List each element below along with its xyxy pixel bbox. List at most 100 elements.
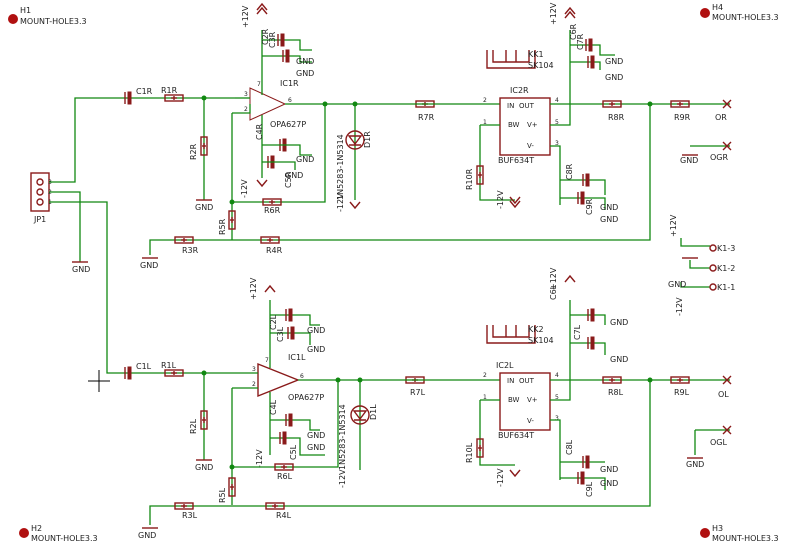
label-pins-p4: 4 (555, 97, 559, 104)
label-left-c5: C5L (289, 444, 298, 460)
label-gnd: GND (610, 318, 628, 327)
label-pins-p3: 3 (555, 140, 559, 147)
connector-jp1: 3 2 1 JP1 GND (30, 97, 120, 374)
label-right-c8: C8R (565, 163, 574, 180)
label-right-c9: C9R (585, 198, 594, 215)
label-left-c8: C8L (565, 439, 574, 455)
label-right-c5: C5R (284, 171, 293, 188)
label-right-c3: C3R (268, 31, 277, 48)
h2-label: H2 (31, 524, 42, 533)
h1-label: H1 (20, 6, 31, 15)
label-left-buf: BUF634T (498, 431, 534, 440)
label-left-c7: C7L (573, 324, 582, 340)
label-gnd: GND (296, 57, 314, 66)
label-pins-p1: 1 (483, 394, 487, 401)
label-pins-p3: 3 (244, 91, 248, 98)
h1-type: MOUNT-HOLE3.3 (20, 17, 87, 26)
label-right-og: OGR (710, 153, 728, 162)
label-left-c1: C1L (136, 362, 152, 371)
label-right-c2: C2R (261, 28, 270, 45)
label-right-c4: C4R (255, 123, 264, 140)
opa-r-label: OPA627P (270, 120, 306, 129)
label-right-d1: D1R (363, 131, 372, 148)
label-left-in: IN (507, 377, 514, 385)
h3-type: MOUNT-HOLE3.3 (712, 534, 779, 543)
mount-hole-h3: H3 MOUNT-HOLE3.3 (700, 524, 779, 543)
label-left-r3: R3L (182, 511, 198, 520)
label-right-r6: R6R (264, 206, 281, 215)
label-left-sk: SK104 (528, 336, 554, 345)
label-pins-p2: 2 (483, 97, 487, 104)
label-gnd: GND (610, 355, 628, 364)
label-gnd: GND (195, 463, 213, 472)
label-right-c7: C7R (576, 33, 585, 50)
label-right-in: IN (507, 102, 514, 110)
label-left-r5: R5L (218, 487, 227, 503)
label-right-r8: R8R (608, 113, 625, 122)
k1-3-label: K1-3 (717, 244, 735, 253)
label-gnd: GND (138, 531, 156, 540)
label-right-diode: 1N5283-1N5314 (336, 134, 345, 200)
jp1-label: JP1 (33, 215, 46, 224)
label-left-c3: C3L (276, 326, 285, 342)
label-right-vm: V- (527, 142, 534, 150)
label-gnd: GND (307, 345, 325, 354)
label-left-bw: BW (508, 396, 520, 404)
label-left-og: OGL (710, 438, 727, 447)
label-gnd: GND (600, 203, 618, 212)
label-m12: -12V (496, 468, 505, 487)
label-right-r3: R3R (182, 246, 199, 255)
label-pins-p5: 5 (555, 119, 559, 126)
label-p12: +12V (241, 5, 250, 28)
label-pins-p2: 2 (244, 106, 248, 113)
r1r-label: R1R (161, 86, 178, 95)
label-gnd: GND (686, 460, 704, 469)
label-p12: +12V (249, 277, 258, 300)
label-gnd: GND (307, 431, 325, 440)
label-right-r2: R2R (189, 143, 198, 160)
label-left-r8: R8L (608, 388, 624, 397)
label-gnd: GND (600, 215, 618, 224)
k1-2-label: K1-2 (717, 264, 735, 273)
label-m12: -12V (675, 297, 684, 316)
label-left-d1: D1L (369, 404, 378, 420)
label-m12: -12V (240, 179, 249, 198)
label-m12: -12V (338, 469, 347, 488)
label-left-r2: R2L (189, 418, 198, 434)
label-gnd: GND (600, 465, 618, 474)
connector-k1: K1-3 K1-2 K1-1 +12V GND -12V (668, 214, 735, 316)
label-pins-p4: 4 (555, 372, 559, 379)
mount-hole-h4: H4 MOUNT-HOLE3.3 (700, 3, 779, 22)
label-gnd: GND (72, 265, 90, 274)
label-pins-p3: 3 (252, 366, 256, 373)
label-pins-p2: 2 (483, 372, 487, 379)
label-left-diode: 1N5283-1N5314 (338, 404, 347, 470)
label-left-ic2: IC2L (496, 361, 514, 370)
h4-type: MOUNT-HOLE3.3 (712, 13, 779, 22)
label-left-c6: C6L (549, 284, 558, 300)
label-right-sk: SK104 (528, 61, 554, 70)
label-p12: +12V (549, 2, 558, 25)
label-left-r6: R6L (277, 472, 293, 481)
label-gnd: GND (307, 326, 325, 335)
label-left-r4: R4L (276, 511, 292, 520)
label-right-ic2: IC2R (510, 86, 529, 95)
label-right-c6: C6R (569, 23, 578, 40)
label-left-r10: R10L (465, 442, 474, 463)
label-right-buf: BUF634T (498, 156, 534, 165)
label-gnd: GND (668, 280, 686, 289)
label-left-r1: R1L (161, 361, 177, 370)
label-left-c4: C4L (269, 399, 278, 415)
label-pins-p6: 6 (288, 97, 292, 104)
label-p12: +12V (669, 214, 678, 237)
label-gnd: GND (605, 57, 623, 66)
label-gnd: GND (680, 156, 698, 165)
label-right-kk: KK1 (528, 50, 544, 59)
label-pins-p7: 7 (265, 357, 269, 364)
label-left-c2: C2L (269, 314, 278, 330)
label-gnd: GND (296, 69, 314, 78)
k1-1-label: K1-1 (717, 283, 735, 292)
label-pins-p7: 7 (257, 81, 261, 88)
label-gnd: GND (605, 73, 623, 82)
